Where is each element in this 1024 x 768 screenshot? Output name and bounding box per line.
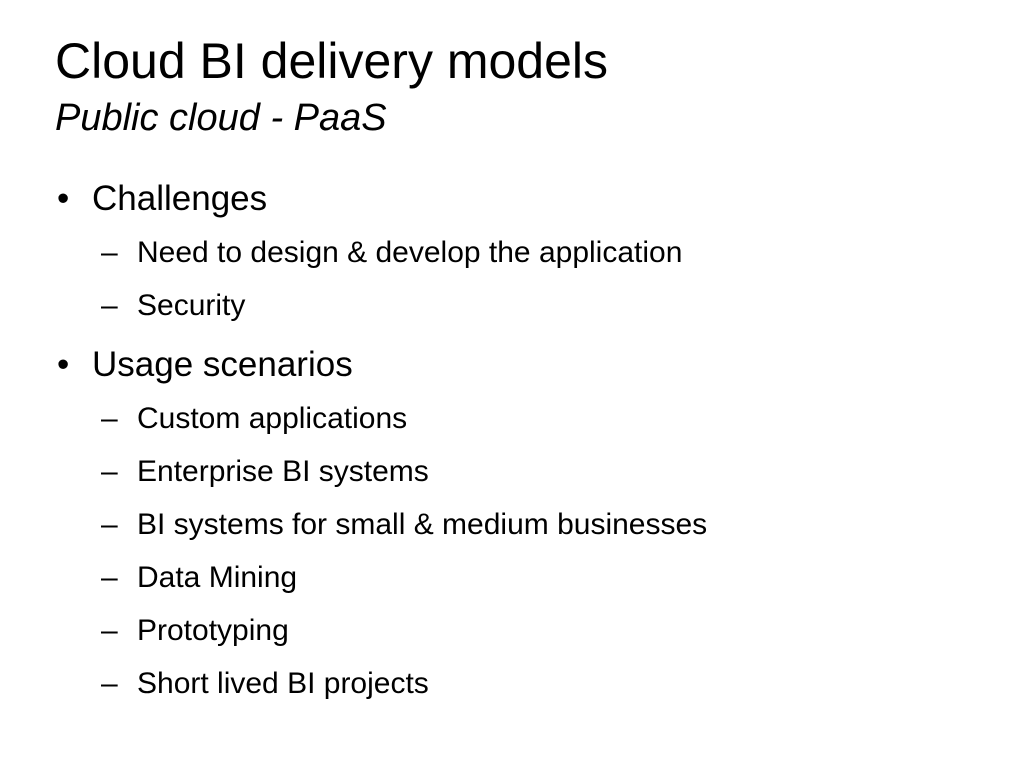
dash-icon: –	[101, 508, 118, 541]
dash-icon: –	[101, 561, 118, 594]
list-item: – Prototyping	[55, 604, 975, 657]
list-item-label: Security	[137, 289, 246, 322]
list-item-label: Prototyping	[137, 614, 289, 647]
bullet-usage-scenarios: • Usage scenarios	[55, 338, 975, 392]
list-item-label: Data Mining	[137, 561, 298, 594]
list-item: – Security	[55, 279, 975, 332]
list-item-label: Need to design & develop the application	[137, 236, 683, 269]
list-item: – Enterprise BI systems	[55, 445, 975, 498]
list-item: – BI systems for small & medium business…	[55, 498, 975, 551]
bullet-label: Usage scenarios	[92, 345, 353, 384]
list-item-label: BI systems for small & medium businesses	[137, 508, 708, 541]
dash-icon: –	[101, 667, 118, 700]
dash-icon: –	[101, 289, 118, 322]
bullet-label: Challenges	[92, 179, 268, 218]
list-item: – Short lived BI projects	[55, 657, 975, 710]
challenges-list: – Need to design & develop the applicati…	[55, 226, 975, 332]
list-item: – Need to design & develop the applicati…	[55, 226, 975, 279]
dash-icon: –	[101, 236, 118, 269]
title-block: Cloud BI delivery models Public cloud - …	[55, 30, 975, 144]
list-item: – Data Mining	[55, 551, 975, 604]
dash-icon: –	[101, 455, 118, 488]
bullet-content: • Challenges – Need to design & develop …	[55, 172, 975, 716]
usage-scenarios-list: – Custom applications – Enterprise BI sy…	[55, 392, 975, 710]
list-item-label: Enterprise BI systems	[137, 455, 429, 488]
slide-subtitle: Public cloud - PaaS	[55, 97, 387, 139]
dash-icon: –	[101, 614, 118, 647]
list-item-label: Short lived BI projects	[137, 667, 429, 700]
bullet-dot-icon: •	[57, 345, 70, 384]
list-item-label: Custom applications	[137, 402, 408, 435]
list-item: – Custom applications	[55, 392, 975, 445]
bullet-challenges: • Challenges	[55, 172, 975, 226]
dash-icon: –	[101, 402, 118, 435]
bullet-dot-icon: •	[57, 179, 70, 218]
slide-title: Cloud BI delivery models	[55, 33, 609, 89]
